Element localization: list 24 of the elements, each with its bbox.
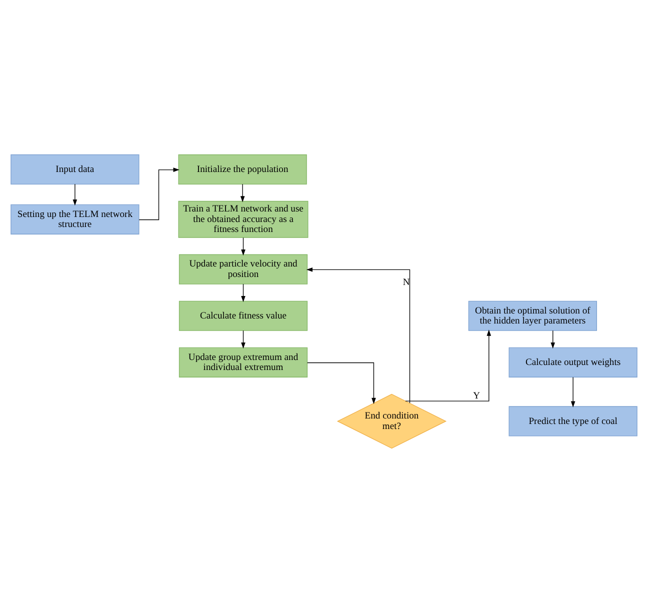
node-box: Update particle velocity and position xyxy=(178,254,308,284)
node-box: Train a TELM network and use the obtained accuracy as a fitness function xyxy=(178,200,308,238)
node-box: Calculate output weights xyxy=(508,347,638,378)
arrow xyxy=(550,330,556,349)
edge-label: Y xyxy=(473,390,480,402)
edge-label: N xyxy=(402,276,410,288)
arrow xyxy=(307,362,376,404)
node-box: Obtain the optimal solution of the hidden layer parameters xyxy=(468,300,597,331)
arrow xyxy=(241,284,246,302)
arrow xyxy=(306,268,410,404)
node-box: Predict the type of coal xyxy=(508,406,638,436)
arrow xyxy=(240,184,245,202)
node-box: Input data xyxy=(10,154,140,184)
node-diamond: End condition met? xyxy=(336,394,447,449)
arrow xyxy=(241,237,246,256)
node-box: Setting up the TELM network structure xyxy=(10,204,140,234)
node-box: Update group extremum and individual extremum xyxy=(178,347,308,378)
arrow xyxy=(138,168,180,220)
node-box: Initialize the population xyxy=(178,154,307,184)
node-box: Calculate fitness value xyxy=(178,300,308,331)
arrow xyxy=(72,184,78,206)
arrow xyxy=(570,376,576,408)
arrow xyxy=(241,330,246,349)
arrow xyxy=(405,330,492,402)
